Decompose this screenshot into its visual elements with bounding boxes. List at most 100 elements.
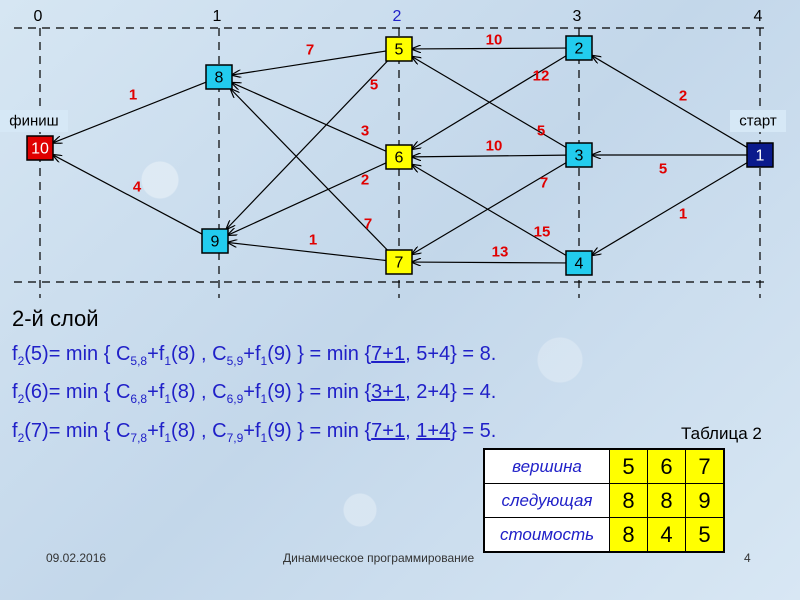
formula-text: +f (243, 381, 261, 403)
formula-text: (8) , C (171, 343, 227, 365)
formula-text: f (12, 381, 18, 403)
node-box (26, 135, 54, 161)
node-box (565, 250, 593, 276)
formula-term: 7+1 (371, 343, 406, 365)
node-label: 1 (756, 148, 765, 165)
edge-weight: 2 (679, 88, 687, 105)
formula-term: 1+4 (416, 420, 451, 442)
edge-2-5 (412, 48, 567, 49)
node-2: 2 (565, 35, 593, 61)
start-tag-bg (730, 110, 786, 132)
table-row-vertex: вершина 5 6 7 (483, 448, 725, 484)
table-cell: 8 (647, 483, 686, 518)
node-label: 10 (31, 141, 49, 158)
node-label: 2 (575, 41, 584, 58)
node-8: 8 (205, 64, 233, 90)
formula-text: } = 4. (450, 381, 497, 403)
formula-text: (8) , C (171, 420, 227, 442)
formula-text: , (405, 343, 417, 365)
table-cell: 6 (647, 448, 686, 484)
node-label: 8 (215, 70, 224, 87)
row-header-next: следующая (483, 483, 610, 518)
subscript: 2 (17, 354, 25, 368)
subscript: 5,9 (226, 354, 244, 368)
formula-node-7: f2(7)= min { C7,8+f1(8) , C7,9+f1(9) } =… (12, 420, 496, 445)
formula-text: +f (243, 343, 261, 365)
formula-text: (9) } = min { (267, 381, 372, 403)
node-label: 5 (395, 42, 404, 59)
edge-weight: 7 (540, 175, 548, 192)
subscript: 6,9 (226, 392, 244, 406)
table-cell: 8 (609, 483, 648, 518)
footer-date: 09.02.2016 (46, 551, 107, 565)
edge-5-8 (232, 50, 387, 75)
formula-text: f (12, 420, 18, 442)
node-6: 6 (385, 144, 413, 170)
formula-term: 7+1 (371, 420, 406, 442)
layer-label: 2 (393, 8, 402, 25)
edge-6-9 (228, 162, 387, 235)
node-box (205, 64, 233, 90)
node-box (385, 249, 413, 275)
edge-3-5 (412, 57, 567, 148)
row-header-cost: стоимость (483, 517, 610, 553)
node-1: 1 (746, 142, 774, 168)
table-cell: 9 (685, 483, 725, 518)
subscript: 1 (164, 354, 172, 368)
edge-weight: 5 (537, 123, 545, 140)
edge-weight: 1 (309, 232, 317, 249)
footer-title: Динамическое программирование (283, 551, 475, 565)
node-5: 5 (385, 36, 413, 62)
edge-weight: 10 (486, 138, 503, 155)
edge-weight: 5 (370, 77, 378, 94)
layer-label: 0 (34, 8, 43, 25)
subscript: 1 (164, 392, 172, 406)
finish-label: финиш (9, 113, 58, 130)
node-box (746, 142, 774, 168)
table-cell: 5 (609, 448, 648, 484)
start-label: старт (739, 113, 777, 130)
edge-weight: 2 (361, 172, 369, 189)
edge-weight: 1 (679, 206, 687, 223)
node-label: 4 (575, 256, 584, 273)
subscript: 2 (17, 392, 25, 406)
formula-term: 5+4 (416, 343, 451, 365)
formula-node-5: f2(5)= min { C5,8+f1(8) , C5,9+f1(9) } =… (12, 343, 496, 368)
edge-weight: 12 (533, 68, 550, 85)
formula-text: +f (147, 420, 165, 442)
formula-text: (8) , C (171, 381, 227, 403)
subscript: 7,9 (226, 431, 244, 445)
edge-1-2 (592, 56, 748, 148)
formula-text: } = 5. (450, 420, 497, 442)
edge-weight: 10 (486, 32, 503, 49)
finish-tag-bg (0, 110, 68, 132)
row-header-vertex: вершина (483, 448, 610, 484)
formula-text: +f (147, 343, 165, 365)
table-cell: 5 (685, 517, 725, 553)
node-4: 4 (565, 250, 593, 276)
node-box (385, 144, 413, 170)
formula-text: (6)= min { C (24, 381, 131, 403)
node-7: 7 (385, 249, 413, 275)
subscript: 1 (260, 392, 268, 406)
edge-4-6 (412, 165, 567, 256)
formula-text: , (405, 381, 417, 403)
layer-label: 1 (213, 8, 222, 25)
node-label: 6 (395, 150, 404, 167)
edge-weight: 15 (534, 224, 551, 241)
edge-weight: 13 (492, 244, 509, 261)
node-box (201, 228, 229, 254)
table-cell: 8 (609, 517, 648, 553)
edge-weight: 1 (129, 87, 137, 104)
formula-term: 3+1 (371, 381, 406, 403)
edge-weight: 3 (361, 123, 369, 140)
table-title: Таблица 2 (681, 424, 762, 443)
subscript: 7,8 (130, 431, 148, 445)
edge-weight: 7 (364, 216, 372, 233)
formula-text: } = 8. (450, 343, 497, 365)
subscript: 1 (260, 431, 268, 445)
